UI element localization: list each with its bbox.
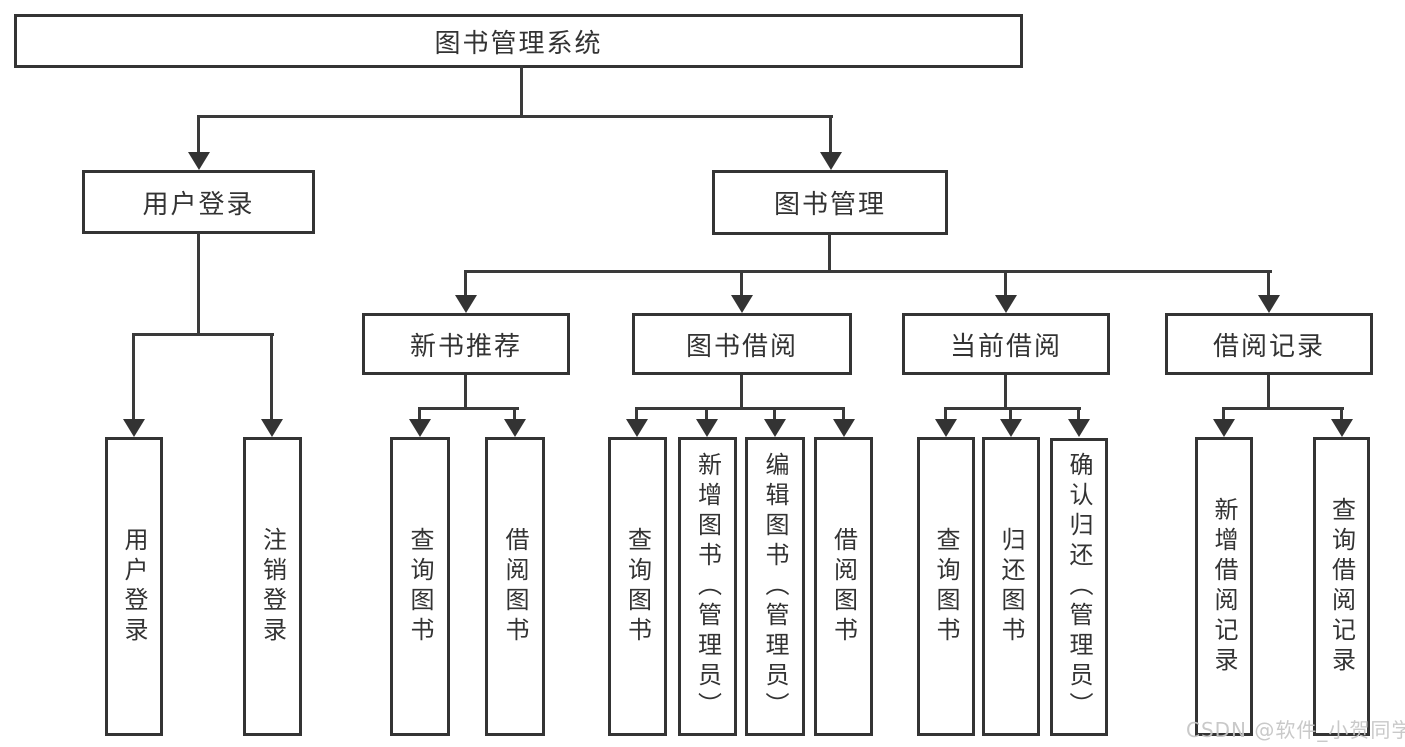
connector-line	[418, 407, 421, 421]
connector-line	[944, 407, 1081, 410]
connector-line	[1222, 407, 1344, 410]
leaf-borrow-books: 借阅图书	[814, 437, 873, 736]
node-user-login: 用户登录	[82, 170, 315, 234]
arrow-down-icon	[123, 419, 145, 437]
csdn-watermark: CSDN @软件_小贺同学	[1186, 718, 1405, 742]
node-library-management-system: 图书管理系统	[14, 14, 1023, 68]
connector-line	[270, 333, 273, 421]
arrow-down-icon	[455, 295, 477, 313]
arrow-down-icon	[626, 419, 648, 437]
leaf-user-login: 用户登录	[105, 437, 163, 736]
connector-line	[1222, 407, 1225, 421]
arrow-down-icon	[188, 152, 210, 170]
connector-line	[1267, 375, 1270, 409]
connector-line	[132, 333, 135, 421]
leaf-return-books: 归还图书	[982, 437, 1040, 736]
arrow-down-icon	[261, 419, 283, 437]
connector-line	[705, 407, 708, 421]
leaf-borrow-books-recommend: 借阅图书	[485, 437, 545, 736]
node-book-borrowing: 图书借阅	[632, 313, 852, 375]
connector-line	[464, 270, 467, 298]
leaf-query-borrow-record: 查询借阅记录	[1313, 437, 1370, 736]
arrow-down-icon	[731, 295, 753, 313]
connector-line	[197, 115, 833, 118]
arrow-down-icon	[1000, 419, 1022, 437]
connector-line	[513, 407, 516, 421]
leaf-add-borrow-record: 新增借阅记录	[1195, 437, 1253, 736]
connector-line	[944, 407, 947, 421]
node-borrowing-records: 借阅记录	[1165, 313, 1373, 375]
leaf-query-books-borrow: 查询图书	[608, 437, 667, 736]
arrow-down-icon	[833, 419, 855, 437]
connector-line	[1340, 407, 1343, 421]
leaf-add-book-admin: 新增图书（管理员）	[678, 437, 737, 736]
connector-line	[132, 333, 274, 336]
connector-line	[1077, 407, 1080, 421]
node-book-management: 图书管理	[712, 170, 948, 235]
connector-line	[520, 65, 523, 117]
arrow-down-icon	[409, 419, 431, 437]
connector-line	[464, 375, 467, 409]
leaf-query-books-current: 查询图书	[917, 437, 975, 736]
connector-line	[464, 270, 1272, 273]
arrow-down-icon	[764, 419, 786, 437]
leaf-logout: 注销登录	[243, 437, 302, 736]
connector-line	[773, 407, 776, 421]
leaf-edit-book-admin: 编辑图书（管理员）	[745, 437, 805, 736]
arrow-down-icon	[995, 295, 1017, 313]
arrow-down-icon	[935, 419, 957, 437]
connector-line	[740, 375, 743, 409]
connector-line	[828, 234, 831, 272]
connector-line	[842, 407, 845, 421]
arrow-down-icon	[1213, 419, 1235, 437]
connector-line	[418, 407, 519, 410]
connector-line	[1267, 270, 1270, 298]
node-new-book-recommendation: 新书推荐	[362, 313, 570, 375]
connector-line	[740, 270, 743, 298]
connector-line	[197, 233, 200, 335]
connector-line	[1009, 407, 1012, 421]
connector-line	[635, 407, 638, 421]
arrow-down-icon	[1068, 419, 1090, 437]
leaf-confirm-return-admin: 确认归还（管理员）	[1050, 438, 1108, 736]
leaf-query-books-recommend: 查询图书	[390, 437, 450, 736]
arrow-down-icon	[1331, 419, 1353, 437]
connector-line	[197, 115, 200, 155]
node-current-borrowing: 当前借阅	[902, 313, 1110, 375]
connector-line	[829, 115, 832, 155]
arrow-down-icon	[1258, 295, 1280, 313]
arrow-down-icon	[696, 419, 718, 437]
connector-line	[635, 407, 845, 410]
connector-line	[1004, 270, 1007, 298]
arrow-down-icon	[504, 419, 526, 437]
connector-line	[1004, 375, 1007, 409]
arrow-down-icon	[820, 152, 842, 170]
